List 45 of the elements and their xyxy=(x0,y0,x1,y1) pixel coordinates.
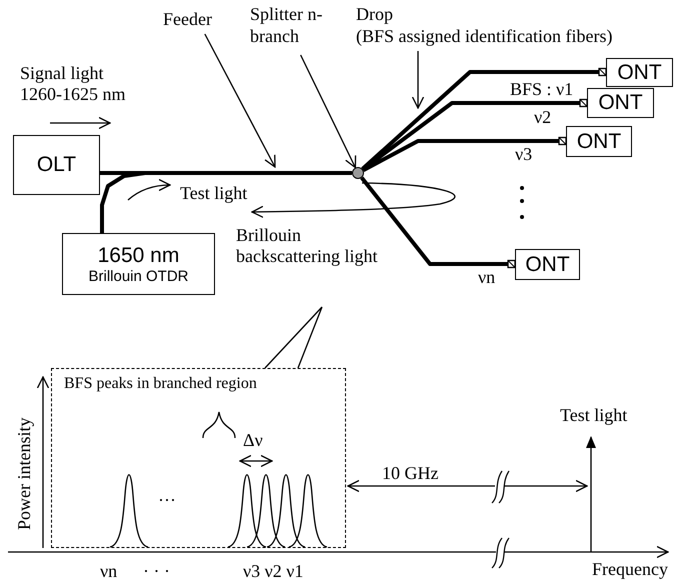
callout-label: Feeder xyxy=(163,8,233,34)
device-label: Brillouin OTDR xyxy=(88,268,189,284)
test-light-label: Test light xyxy=(560,405,628,426)
ellipsis-label: · · · xyxy=(143,561,170,582)
ellipsis-label: ··· xyxy=(158,490,176,511)
callout-label: Splitter n-branch xyxy=(250,3,326,55)
x-axis-label: Frequency xyxy=(592,559,668,580)
fiber-line xyxy=(100,171,147,233)
signal-light-label: Signal light 1260-1625 nm xyxy=(20,63,126,105)
splitter-circle xyxy=(352,167,364,179)
device-box xyxy=(13,135,100,195)
device-label: ONT xyxy=(576,130,622,154)
callout-label: (BFS assigned identification fibers) xyxy=(356,25,614,47)
device-label: ONT xyxy=(525,252,570,276)
wavelength-label: 1650 nm xyxy=(98,244,180,268)
test-light-label: Test light xyxy=(180,183,248,204)
leader-arrow xyxy=(204,34,276,168)
leader-arrow xyxy=(412,51,424,109)
backscatter-label: Brillouin backscattering light xyxy=(236,225,378,267)
zoom-callout-line xyxy=(264,306,323,369)
fiber-line xyxy=(362,98,588,172)
callout-label: Drop xyxy=(356,3,394,25)
device-box xyxy=(62,233,215,295)
terminal-box xyxy=(515,249,580,280)
fiber-label: ν3 xyxy=(515,144,532,165)
frequency-tick-label: ν3 ν2 ν1 xyxy=(243,561,304,582)
leader-arrow xyxy=(300,54,356,168)
fiber-label: νn xyxy=(478,267,496,288)
y-axis-label: Power intensity xyxy=(14,418,35,530)
region-title: BFS peaks in branched region xyxy=(64,375,258,393)
terminal-box xyxy=(566,126,632,157)
region-box xyxy=(51,368,346,548)
fiber-label: ν2 xyxy=(534,107,552,128)
delta-label: Δν xyxy=(243,430,263,451)
device-label: ONT xyxy=(617,60,662,84)
frequency-tick-label: νn xyxy=(100,561,118,582)
fiber-line xyxy=(361,68,607,170)
fiber-line xyxy=(362,136,567,172)
device-label: OLT xyxy=(36,153,76,177)
dimension-label: 10 GHz xyxy=(382,463,438,484)
fiber-label: BFS : ν1 xyxy=(510,79,574,100)
terminal-box xyxy=(606,58,673,87)
terminal-box xyxy=(587,88,654,118)
device-label: ONT xyxy=(598,91,643,115)
fiber-line xyxy=(360,176,516,268)
